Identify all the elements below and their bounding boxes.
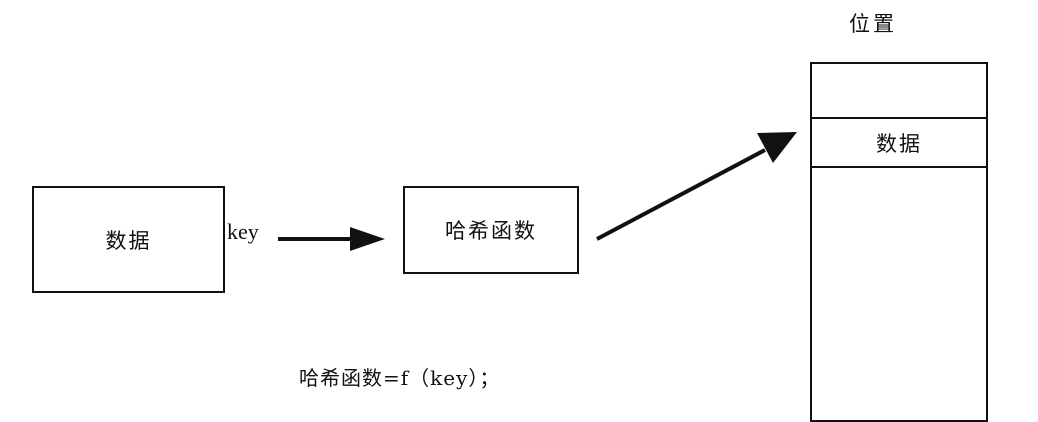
hash-function-label: 哈希函数 bbox=[445, 219, 537, 243]
hash-to-table-arrow bbox=[596, 132, 797, 241]
hash-function-box: 哈希函数 bbox=[403, 186, 579, 274]
key-to-hash-arrow bbox=[278, 227, 385, 251]
table-slot-empty bbox=[812, 64, 986, 119]
data-box-label: 数据 bbox=[105, 228, 152, 253]
arrows-layer bbox=[278, 132, 797, 251]
position-header: 位置 bbox=[849, 12, 897, 36]
formula-text: 哈希函数=f（key）； bbox=[299, 366, 501, 390]
table-slot-data: 数据 bbox=[812, 119, 986, 168]
table-slot-label: 数据 bbox=[876, 131, 922, 156]
data-box: 数据 bbox=[32, 186, 225, 293]
key-label: key bbox=[227, 219, 259, 244]
hash-table: 数据 bbox=[810, 62, 988, 422]
